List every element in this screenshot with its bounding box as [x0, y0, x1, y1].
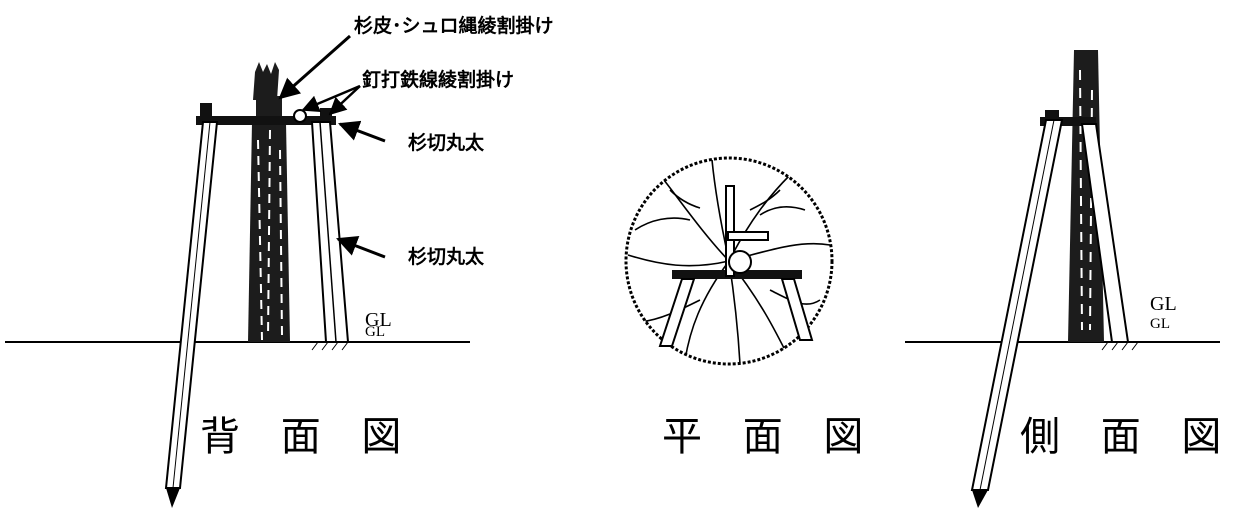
label-sugikawa-shuro: 杉皮･シュロ縄綾割掛け — [354, 14, 554, 37]
plan-branch-bar — [727, 231, 769, 241]
back-view: GL GL — [5, 62, 470, 508]
label-sugi-maruta-top: 杉切丸太 — [408, 131, 485, 154]
callout-arrow-sugikawa — [278, 34, 351, 100]
plan-trunk-circle — [728, 250, 752, 274]
gl-label-back-shadow: GL — [365, 324, 385, 340]
left-support-leg — [164, 121, 219, 508]
side-crossbar — [1040, 117, 1096, 126]
crossbar — [196, 103, 336, 125]
plan-crossbar — [672, 270, 802, 279]
label-sugi-maruta-leg: 杉切丸太 — [408, 245, 485, 268]
caption-back-view: 背 面 図 — [200, 414, 415, 460]
tree-trunk — [248, 62, 290, 342]
right-support-leg — [310, 121, 350, 351]
callouts: 杉皮･シュロ縄綾割掛け 釘打鉄線綾割掛け 杉切丸太 杉切丸太 — [278, 14, 554, 268]
caption-plan-view: 平 面 図 — [662, 414, 877, 460]
gl-label-side: GL — [1150, 293, 1177, 315]
plan-left-leg — [658, 278, 696, 347]
side-long-leg — [970, 119, 1064, 508]
callout-arrow-maruta-top — [338, 120, 386, 143]
plan-view — [624, 156, 834, 366]
side-view: GL GL — [905, 50, 1220, 508]
gl-label-side-shadow: GL — [1150, 316, 1170, 332]
callout-arrow-kugiuchi-2 — [328, 85, 361, 116]
label-kugiuchi-tessen: 釘打鉄線綾割掛け — [362, 68, 514, 91]
gl-label-back: GL — [365, 309, 392, 331]
caption-side-view: 側 面 図 — [1020, 414, 1235, 460]
callout-arrow-kugiuchi-1 — [301, 84, 361, 112]
plan-right-leg — [780, 278, 814, 341]
side-short-leg — [1080, 123, 1139, 351]
callout-arrow-maruta-leg — [336, 235, 386, 259]
